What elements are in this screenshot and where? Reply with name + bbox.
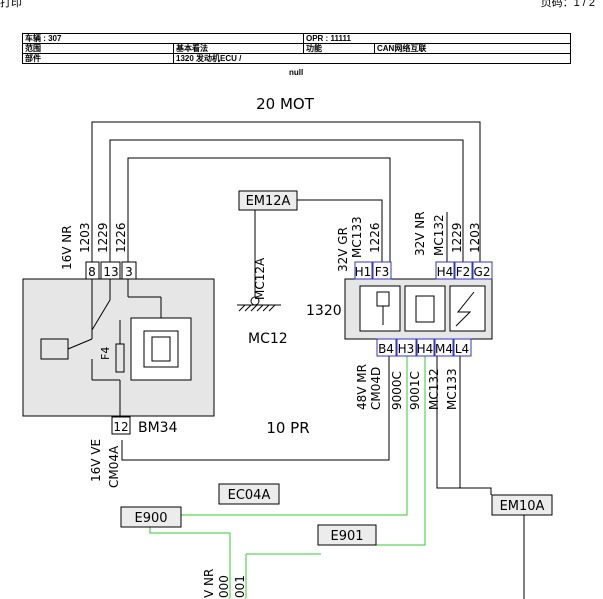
ground-hatch — [238, 304, 276, 312]
bm34-label: BM34 — [138, 420, 178, 436]
wire-001: 001 — [233, 575, 247, 598]
connector-e901-box — [317, 524, 377, 546]
top-harness-wires — [91, 121, 481, 262]
wire-mc132-top: MC132 — [432, 214, 446, 256]
page-number: 页码：1 / 2 — [540, 0, 595, 9]
diagram-title-pr: 10 PR — [266, 419, 309, 437]
bottom-harness-wires — [121, 356, 525, 599]
ecu-pin-h3: H3 — [398, 342, 415, 356]
connector-e900-box — [120, 506, 182, 528]
connector-e900: E900 — [134, 511, 167, 526]
ecu-bottom-wire-label: 48V MR — [355, 364, 369, 410]
connector-ec04a-box — [218, 483, 280, 505]
fuse-label: F4 — [99, 347, 112, 360]
bottom-wire-label: V NR — [202, 569, 216, 598]
wire-cm04a: CM04A — [107, 445, 121, 488]
null-label: null — [289, 68, 304, 77]
info-table: 车辆 : 307 OPR : 11111 范围 基本看法 功能 CAN网络互联 … — [22, 33, 571, 64]
ecu-pin-l4: L4 — [455, 342, 469, 356]
ground-label: MC12 — [248, 331, 288, 347]
wire-9000c: 9000C — [390, 371, 404, 410]
wire-mc133-bottom: MC133 — [445, 368, 459, 410]
left-harness-label: 16V NR — [60, 225, 74, 270]
connector-em10a: EM10A — [500, 499, 545, 514]
ecu-group1-label: 32V GR — [336, 227, 350, 272]
green-wires — [149, 356, 426, 599]
wire-1229-left: 1229 — [96, 222, 110, 253]
bm34-top-pins: 8 13 3 — [85, 261, 137, 280]
wire-9001c: 9001C — [408, 371, 422, 410]
wire-1203-left: 1203 — [78, 222, 92, 253]
ecu-pin-h4-top: H4 — [437, 265, 454, 279]
bm34-internal — [40, 279, 192, 416]
ecu-pin-f3: F3 — [375, 265, 390, 279]
bm34-pin-8: 8 — [88, 265, 96, 279]
print-label: 打印 — [0, 0, 22, 9]
wire-1226-left: 1226 — [114, 222, 128, 253]
bm34-pin-12-box — [111, 416, 131, 435]
ecu-bottom-pin-boxes — [376, 338, 472, 357]
wire-mc133-top: MC133 — [350, 216, 364, 258]
ecu-pin-g2: G2 — [474, 265, 491, 279]
wire-cm04d: CM04D — [369, 367, 383, 410]
connector-e901: E901 — [330, 529, 363, 544]
wire-1229-top: 1229 — [450, 222, 464, 253]
ecu-pin-b4: B4 — [378, 342, 394, 356]
ecu-pin-h4-bottom: H4 — [417, 342, 434, 356]
bm34-pin-13: 13 — [103, 265, 118, 279]
ground-wire-label: MC12A — [253, 257, 267, 300]
ecu-pin-h1: H1 — [355, 265, 372, 279]
wire-1203-top: 1203 — [468, 222, 482, 253]
ecu-label: 1320 — [306, 303, 342, 319]
ecu-internal — [359, 285, 486, 332]
connector-ec04a: EC04A — [228, 488, 271, 503]
diagram-title-mot: 20 MOT — [256, 95, 315, 113]
ecu-pin-m4: M4 — [435, 342, 453, 356]
ecu-pin-f2: F2 — [456, 265, 471, 279]
bm34-pin-12: 12 — [113, 420, 128, 434]
wire-mc132-bottom: MC132 — [427, 368, 441, 410]
connector-em12a-box — [238, 190, 298, 211]
bm-bottom-wire-label: 16V VE — [89, 439, 103, 482]
wire-1226-top: 1226 — [368, 222, 382, 253]
wire-000: 000 — [217, 575, 231, 598]
connector-em10a-box — [491, 494, 553, 516]
ecu-group2-label: 32V NR — [413, 211, 427, 256]
connector-em12a: EM12A — [246, 194, 291, 209]
part-value-cell: 1320 发动机ECU / — [173, 53, 571, 64]
bm34-pin-3: 3 — [125, 265, 133, 279]
ecu-top-pin-boxes — [354, 261, 493, 280]
